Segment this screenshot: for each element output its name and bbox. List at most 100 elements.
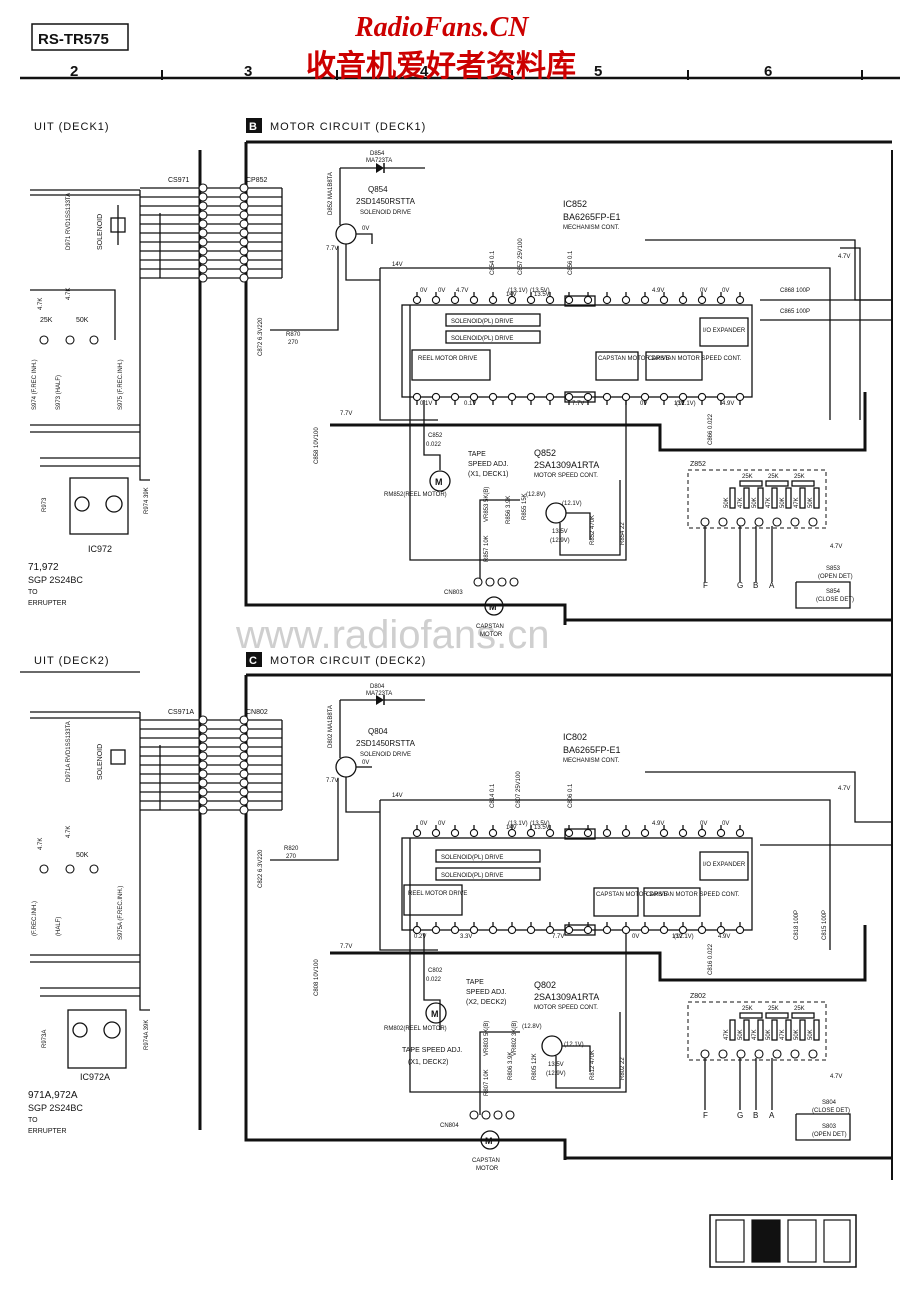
deck2-v-misc-4: 7.7V bbox=[340, 944, 352, 950]
c865-label: C865 100P bbox=[780, 309, 810, 315]
c816-label: C816 0.022 bbox=[708, 943, 714, 975]
z802-pin-5 bbox=[772, 1049, 782, 1059]
deck1-connector-pin-right-7 bbox=[239, 237, 249, 247]
deck1-connector-pins bbox=[140, 183, 283, 283]
z852-value-3: 25K bbox=[794, 474, 805, 480]
s803-label: S803 bbox=[822, 1124, 837, 1130]
capstan2-label-1: CAPSTAN bbox=[472, 1158, 500, 1164]
deck2-v-misc-7: 14V bbox=[506, 825, 517, 831]
deck2-section-badge bbox=[246, 652, 262, 667]
pot-47k-c: 4.7K bbox=[38, 838, 44, 850]
deck2-connector-pin-right-11 bbox=[239, 805, 249, 815]
deck1-cs-label: CS971 bbox=[168, 177, 190, 184]
r820-val: 270 bbox=[286, 854, 297, 860]
ic852-bottom-pin-17 bbox=[716, 392, 726, 402]
model-box bbox=[31, 23, 129, 51]
svg-text:M: M bbox=[485, 1136, 493, 1146]
cn804-label: CN804 bbox=[440, 1123, 459, 1129]
ic802-bottom-pin-16 bbox=[697, 925, 707, 935]
column-marker-4: 4 bbox=[420, 63, 429, 80]
ic802-bottom-pin-6 bbox=[507, 925, 517, 935]
deck2-title: MOTOR CIRCUIT (DECK2) bbox=[270, 655, 426, 667]
deck2-connector-pin-right-1 bbox=[239, 715, 249, 725]
z802-pin-4 bbox=[754, 1049, 764, 1059]
r870-label: R870 bbox=[286, 332, 301, 338]
swatch-3 bbox=[787, 1219, 817, 1263]
ic802-bottom-pin-3 bbox=[450, 925, 460, 935]
z852-rv-9 bbox=[799, 487, 806, 509]
ic852-label: IC852 bbox=[563, 199, 587, 209]
q852-desc: MOTOR SPEED CONT. bbox=[534, 473, 598, 479]
deck1-v-top-6: 4.9V bbox=[652, 288, 664, 294]
z852-rv-5 bbox=[743, 487, 750, 509]
r855-label: R855 15K bbox=[522, 493, 528, 520]
z852-rv-10 bbox=[813, 487, 820, 509]
ic852-bottom-pin-13 bbox=[640, 392, 650, 402]
deck2-left-title: UIT (DECK2) bbox=[34, 655, 110, 667]
z802-rv-4 bbox=[729, 1019, 736, 1041]
ic802-solenoid-drive-2: SOLENOID(PL) DRIVE bbox=[441, 873, 503, 879]
deck1-connector-pin-right-2 bbox=[239, 192, 249, 202]
deck1-v-top-5: (13.5V) bbox=[530, 288, 550, 294]
capstan-motor-icon bbox=[484, 596, 504, 616]
s803-desc: (OPEN DET) bbox=[812, 1132, 847, 1138]
tape-speed2-3: (X2, DECK2) bbox=[466, 999, 506, 1006]
ic852-part: BA6265FP-E1 bbox=[563, 212, 621, 222]
column-marker-2: 2 bbox=[70, 63, 78, 80]
vr802-label: VR802 3K(B) bbox=[512, 1021, 518, 1056]
ic802-top-pin-11 bbox=[602, 828, 612, 838]
photo1-line1: 71,972 bbox=[28, 562, 59, 573]
z852-pin-4 bbox=[754, 517, 764, 527]
ic852-bottom-pin-18 bbox=[735, 392, 745, 402]
z852-value-6: 50K bbox=[752, 497, 758, 508]
r852-label: R852 470K bbox=[590, 515, 596, 545]
reel-motor2-icon bbox=[425, 1002, 447, 1024]
deck2-v-top-7: 0V bbox=[722, 821, 729, 827]
rm802-label: RM802(REEL MOTOR) bbox=[384, 1026, 447, 1032]
watermark-mid: www.radiofans.cn bbox=[235, 613, 549, 657]
r857-label: R857 10K bbox=[484, 535, 490, 562]
d802-label: D802 MA1B8TA bbox=[328, 705, 334, 748]
deck2-motor-circuit: C MOTOR CIRCUIT (DECK2) CS971A CN802 D80… bbox=[140, 652, 892, 1172]
c815-label: C815 100P bbox=[822, 910, 828, 940]
ic802-top-pin-17 bbox=[716, 828, 726, 838]
ic852-bottom-pin-9 bbox=[564, 392, 574, 402]
deck1-title: MOTOR CIRCUIT (DECK1) bbox=[270, 121, 426, 133]
ic852-bottom-pin-3 bbox=[450, 392, 460, 402]
ic852-solenoid-drive-2: SOLENOID(PL) DRIVE bbox=[451, 336, 513, 342]
z852-pin-5 bbox=[772, 517, 782, 527]
deck2-connector-pin-left-3 bbox=[198, 733, 208, 743]
pot-50k-a-label: 50K bbox=[76, 852, 89, 859]
deck1-connector-pin-right-1 bbox=[239, 183, 249, 193]
deck1-connector-pin-left-7 bbox=[198, 237, 208, 247]
z802-value-10: 50K bbox=[808, 1029, 814, 1040]
photo2-line1: 971A,972A bbox=[28, 1090, 78, 1101]
deck2-v-misc-6: 4.7V bbox=[830, 1074, 842, 1080]
z852-value-10: 50K bbox=[808, 497, 814, 508]
ic802-top-pin-7 bbox=[526, 828, 536, 838]
q854-desc: SOLENOID DRIVE bbox=[360, 210, 411, 216]
deck1-section-badge bbox=[246, 118, 262, 133]
z802-value-9: 50K bbox=[794, 1029, 800, 1040]
watermark-top: RadioFans.CN bbox=[354, 12, 530, 43]
q802-part: 2SA1309A1RTA bbox=[534, 992, 599, 1002]
r807-label: R807 10K bbox=[484, 1069, 490, 1096]
z802-rv-10 bbox=[813, 1019, 820, 1041]
z802-value-2: 25K bbox=[768, 1006, 779, 1012]
ic852-top-pin-4 bbox=[469, 295, 479, 305]
ic852-body bbox=[401, 304, 753, 398]
c802-label: C802 bbox=[428, 968, 443, 974]
deck2-connector-pin-left-8 bbox=[198, 778, 208, 788]
tape-speed2-b1: TAPE SPEED ADJ. bbox=[402, 1047, 462, 1054]
ic802-top-pin-8 bbox=[545, 828, 555, 838]
c807-label: C807 25V100 bbox=[516, 771, 522, 808]
net2-b: B bbox=[753, 1111, 758, 1120]
deck2-v-bottom-2: 3.3V bbox=[460, 934, 472, 940]
cn803-label: CN803 bbox=[444, 590, 463, 596]
ic852-bottom-pin-11 bbox=[602, 392, 612, 402]
z852-pin-3 bbox=[736, 517, 746, 527]
deck2-v-top-1: 0V bbox=[420, 821, 427, 827]
